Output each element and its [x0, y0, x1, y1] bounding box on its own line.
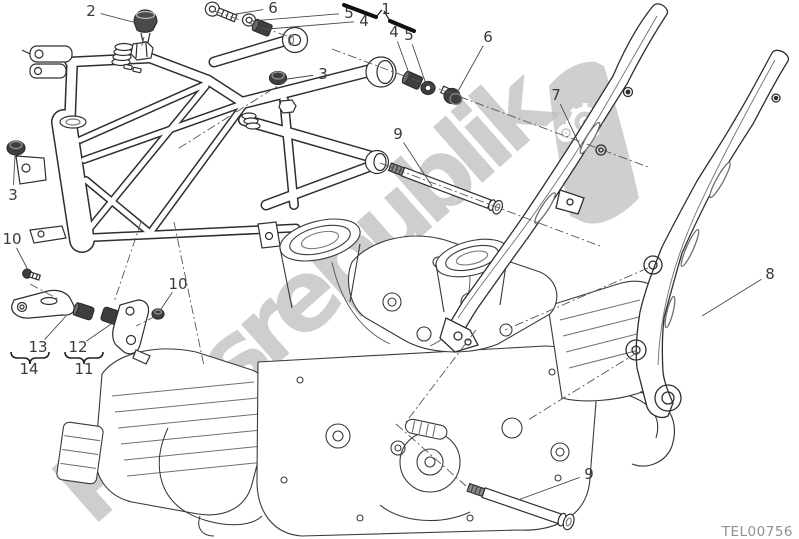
callout-leader — [267, 21, 355, 30]
callout-label: 4 — [389, 23, 399, 41]
callout-label: 2 — [86, 2, 96, 20]
callout-label: 11 — [74, 360, 93, 378]
rear-subframe-right-part — [625, 49, 789, 419]
callout-leader — [456, 45, 484, 94]
main-frame-details — [15, 26, 397, 249]
rubber-pad-part-a — [72, 302, 95, 321]
alignment-axes — [29, 10, 649, 487]
callout-label: 10 — [2, 230, 21, 248]
callout-label: 6 — [483, 28, 493, 46]
callout-leader — [517, 477, 580, 501]
callout-label: 3 — [8, 186, 18, 204]
callout-leader — [411, 44, 427, 85]
callout-leader — [396, 41, 411, 77]
callout-leader — [85, 321, 115, 342]
callout-label: 7 — [551, 86, 561, 104]
callout-label: 1 — [381, 0, 391, 18]
callout-label: 5 — [404, 26, 414, 44]
callout-label: 4 — [359, 12, 369, 30]
frame-spring-part — [111, 42, 134, 67]
callout-leader — [559, 103, 582, 149]
bracket-part-13 — [11, 289, 75, 319]
callout-leader — [403, 142, 433, 187]
rear-subframe-left-part — [439, 3, 669, 353]
washer-part-5-left — [241, 13, 257, 27]
callout-label: 5 — [344, 4, 354, 22]
footpeg-part — [404, 418, 448, 440]
callout-label: 3 — [318, 65, 328, 83]
callout-label: 13 — [28, 338, 47, 356]
callout-leader — [44, 315, 67, 340]
callout-leader — [286, 74, 314, 80]
bushing-part-4-right — [401, 70, 424, 90]
callout-label: 12 — [68, 338, 87, 356]
nut-part-3-mid — [268, 70, 288, 86]
bolt-part-10-left — [22, 268, 42, 281]
washer-part-5-right — [420, 80, 436, 96]
group-brace — [10, 351, 50, 365]
diagram-code: TEL00756 — [721, 524, 793, 539]
frame-plug-part — [133, 9, 158, 43]
main-frame-tubes — [51, 34, 382, 253]
callout-leader — [251, 13, 340, 22]
callout-leader — [100, 13, 134, 23]
callout-leader — [235, 9, 264, 15]
callout-label: 14 — [19, 360, 38, 378]
assembly-bracket-line — [388, 19, 416, 33]
callout-label: 8 — [765, 265, 775, 283]
engine-illustration — [56, 218, 676, 537]
callout-label: 10 — [168, 275, 187, 293]
callout-leader — [16, 247, 30, 273]
watermark-flag — [549, 61, 639, 224]
nut-part-3-left — [6, 140, 26, 156]
callout-label: 6 — [268, 0, 278, 17]
callout-leader — [13, 155, 16, 186]
assembly-bracket-line — [342, 3, 378, 19]
callout-label: 9 — [393, 125, 403, 143]
screw-part-9-bottom — [466, 482, 575, 531]
group-brace — [64, 351, 104, 365]
callout-leader — [701, 278, 762, 317]
callout-label: 9 — [584, 465, 594, 483]
bolt-part-6-left — [204, 1, 238, 23]
bracket-part-12 — [112, 299, 151, 365]
callout-leader — [160, 292, 173, 310]
